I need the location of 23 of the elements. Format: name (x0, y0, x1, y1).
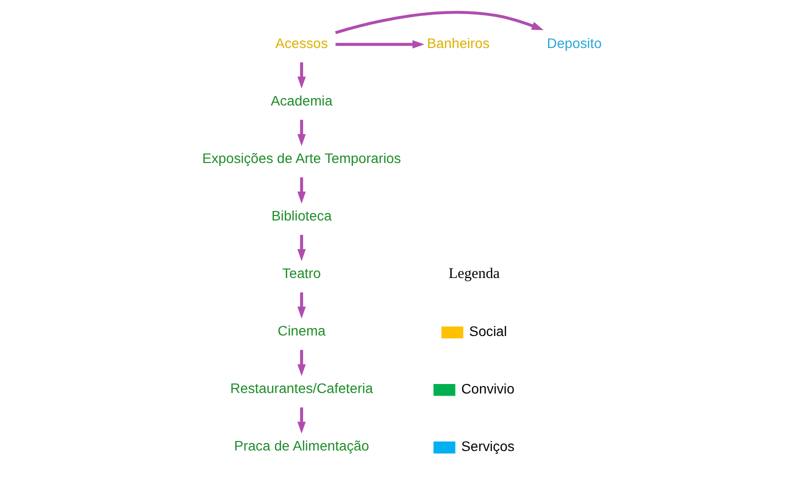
node-text: Restaurantes/Cafeteria (230, 380, 373, 396)
node-text: Praca de Alimentação (234, 438, 370, 454)
arrow (297, 407, 306, 434)
node-text: Cinema (278, 322, 326, 339)
arrow (297, 177, 306, 204)
arrow (297, 234, 306, 262)
node-text: Exposições de Arte Temporarios (202, 150, 401, 166)
legend-label: Social (469, 323, 507, 340)
node-text: Deposito (546, 35, 602, 52)
node-text: Acessos (275, 35, 328, 52)
legend-label: Convivio (461, 380, 514, 397)
arrow (297, 350, 306, 376)
arrow (335, 10, 544, 34)
arrow (297, 120, 306, 146)
arrow (297, 62, 306, 89)
node-text: Teatro (282, 265, 321, 282)
node-text: Banheiros (427, 35, 490, 52)
arrow (336, 40, 424, 49)
label: Legenda (448, 266, 500, 282)
node-text: Academia (270, 92, 332, 109)
node-text: Biblioteca (272, 208, 332, 224)
arrow (297, 292, 306, 319)
legend-label: Serviços (461, 438, 514, 454)
